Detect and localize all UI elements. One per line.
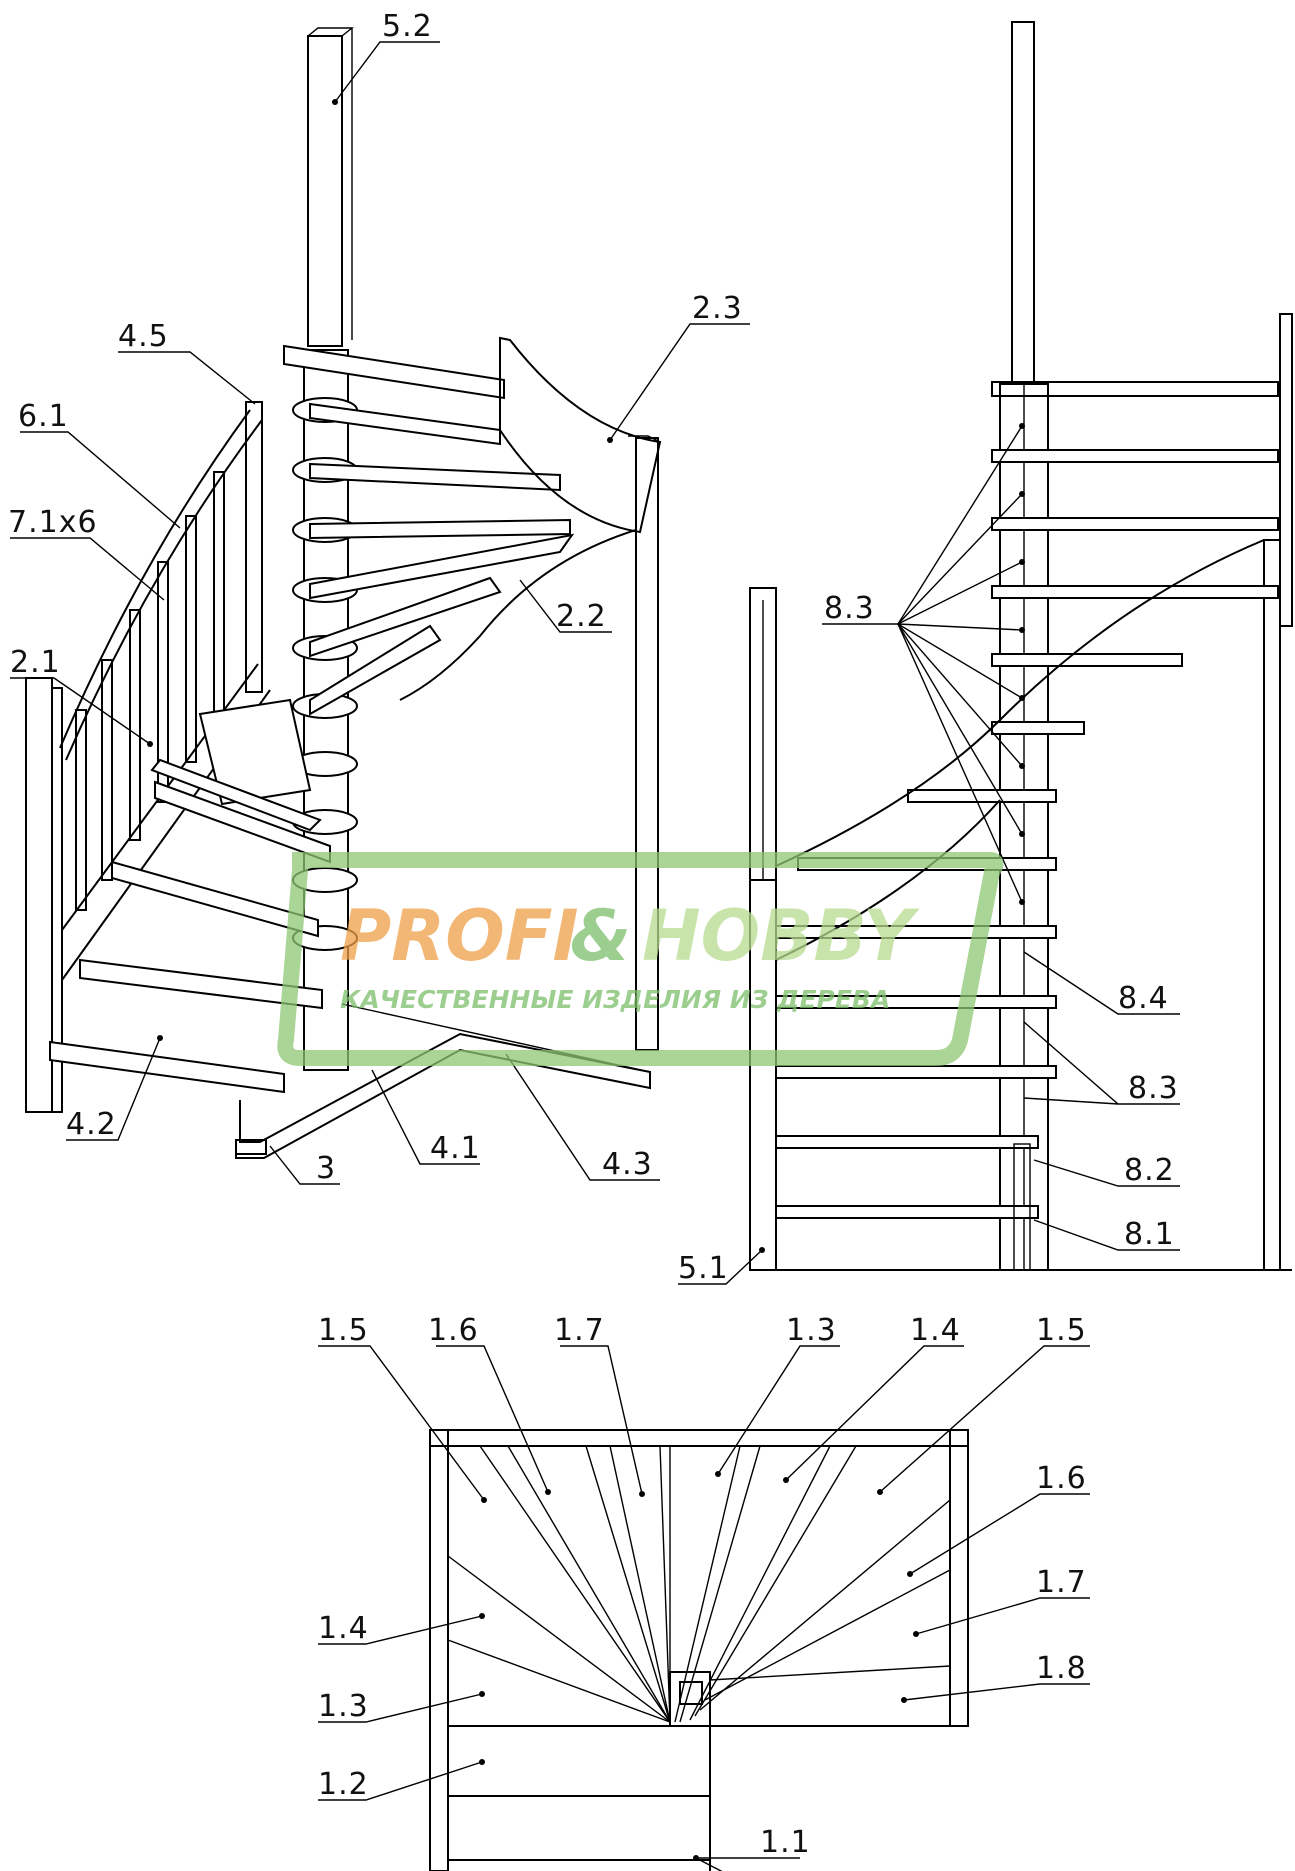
label-1-6-top: 1.6 [428, 1313, 479, 1348]
watermark-brand-2: HOBBY [642, 895, 920, 977]
label-8-3-bottom: 8.3 [1128, 1071, 1179, 1106]
watermark-tagline: КАЧЕСТВЕННЫЕ ИЗДЕЛИЯ ИЗ ДЕРЕВА [340, 985, 890, 1014]
label-8-4: 8.4 [1118, 981, 1169, 1016]
label-1-3-left: 1.3 [318, 1689, 369, 1724]
winder-lines [447, 1445, 951, 1726]
label-2-2: 2.2 [556, 599, 607, 634]
label-7-1x6: 7.1x6 [8, 505, 98, 540]
label-2-3: 2.3 [692, 291, 743, 326]
label-8-3-top: 8.3 [824, 591, 875, 626]
watermark-brand-amp: & [570, 895, 631, 977]
label-5-1: 5.1 [678, 1251, 729, 1286]
isometric-view [25, 27, 662, 1159]
label-1-7-top: 1.7 [554, 1313, 605, 1348]
side-top-pole [1011, 21, 1035, 383]
label-1-5-right: 1.5 [1036, 1313, 1087, 1348]
side-view [749, 21, 1293, 1271]
side-treads [775, 449, 1279, 1219]
label-1-6-right: 1.6 [1036, 1461, 1087, 1496]
plan-right-frame [949, 1429, 969, 1727]
label-1-1: 1.1 [760, 1825, 811, 1860]
label-1-7-right: 1.7 [1036, 1565, 1087, 1600]
label-1-8: 1.8 [1036, 1651, 1087, 1686]
stringer-upper [499, 336, 662, 534]
label-6-1: 6.1 [18, 399, 69, 434]
plan-view [429, 1429, 969, 1871]
label-4-1: 4.1 [430, 1131, 481, 1166]
label-1-4-left: 1.4 [318, 1611, 369, 1646]
label-1-5-left: 1.5 [318, 1313, 369, 1348]
label-3: 3 [316, 1151, 336, 1186]
watermark: PROFI & HOBBY КАЧЕСТВЕННЫЕ ИЗДЕЛИЯ ИЗ ДЕ… [277, 852, 1004, 1066]
top-landing [283, 344, 505, 400]
label-8-2: 8.2 [1124, 1153, 1175, 1188]
side-curved-stringer [775, 539, 1265, 867]
label-2-1: 2.1 [10, 645, 61, 680]
lower-treads [49, 698, 331, 1094]
label-4-5: 4.5 [118, 319, 169, 354]
label-1-3-top: 1.3 [786, 1313, 837, 1348]
plan-top-frame [429, 1429, 969, 1447]
curved-stringer [399, 529, 637, 701]
base-frame [235, 1032, 651, 1159]
lower-newel [25, 677, 53, 1113]
label-8-1: 8.1 [1124, 1217, 1175, 1252]
handrail [59, 409, 251, 749]
label-5-2: 5.2 [382, 9, 433, 44]
label-4-2: 4.2 [66, 1107, 117, 1142]
label-1-4-top: 1.4 [910, 1313, 961, 1348]
label-1-2: 1.2 [318, 1767, 369, 1802]
watermark-frame [277, 852, 1004, 1066]
watermark-brand-1: PROFI [340, 895, 579, 977]
upper-treads [309, 402, 575, 716]
leader-lines [10, 41, 1180, 1871]
side-right-post [1279, 313, 1293, 627]
plan-left-frame [429, 1429, 449, 1871]
label-4-3: 4.3 [602, 1147, 653, 1182]
upper-newel [245, 401, 263, 693]
part-labels: 5.2 2.3 4.5 6.1 7.1x6 2.2 2.1 4.2 3 4.1 … [8, 9, 1179, 1860]
side-landing [991, 381, 1279, 397]
plan-center-post [669, 1671, 711, 1727]
central-pole-top [307, 35, 343, 347]
balusters [75, 471, 225, 911]
